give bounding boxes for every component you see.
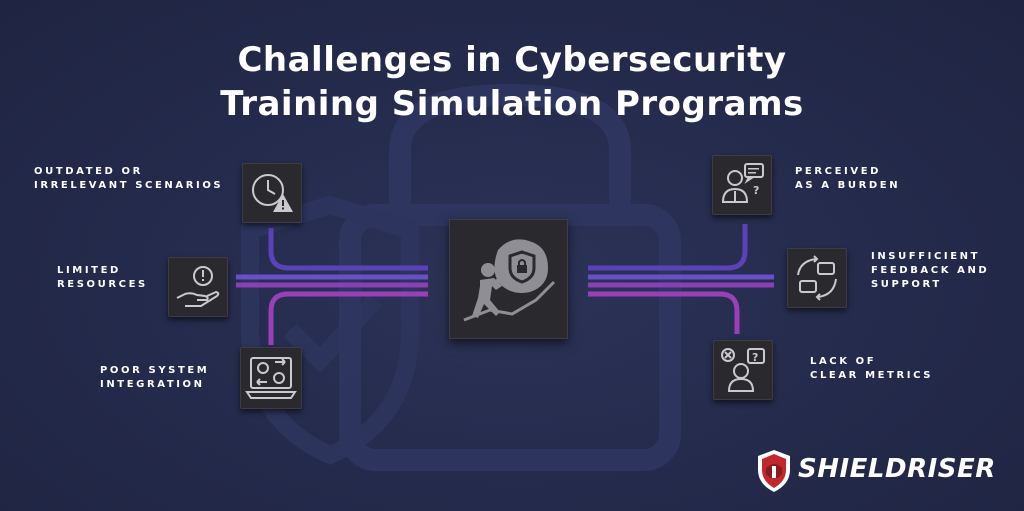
person-question-icon: ? <box>721 163 764 203</box>
tile-insufficient-feedback <box>787 248 847 308</box>
tile-lack-metrics: ? <box>713 340 773 400</box>
label-outdated-line-1: OUTDATED OR <box>34 166 143 177</box>
title-line-1: Challenges in Cybersecurity <box>237 40 787 80</box>
label-lack-line-2: CLEAR METRICS <box>810 370 934 381</box>
tile-perceived-burden: ? <box>712 155 772 215</box>
tile-limited-resources <box>168 257 228 317</box>
label-outdated-line-2: IRRELEVANT SCENARIOS <box>34 180 224 191</box>
hand-alert-icon <box>176 266 220 307</box>
label-poor-line-1: POOR SYSTEM <box>100 365 210 376</box>
brand-name: SHIELDRISER <box>798 454 996 484</box>
svg-text:?: ? <box>753 184 759 197</box>
label-insufficient-line-3: SUPPORT <box>871 279 942 290</box>
tile-poor-integration <box>240 347 302 409</box>
label-perceived-line-2: AS A BURDEN <box>795 180 901 191</box>
label-poor-integration: POOR SYSTEM INTEGRATION <box>100 364 209 392</box>
label-insufficient-line-1: INSUFFICIENT <box>871 251 981 262</box>
tile-outdated-scenarios <box>242 163 302 223</box>
center-challenge-tile <box>449 219 568 339</box>
person-pushing-boulder-lock-icon <box>463 239 556 322</box>
shield-helmet-logo-icon <box>758 450 790 492</box>
label-limited-line-1: LIMITED <box>57 265 121 276</box>
label-outdated-scenarios: OUTDATED OR IRRELEVANT SCENARIOS <box>34 165 223 193</box>
laptop-gears-icon <box>245 357 297 399</box>
label-poor-line-2: INTEGRATION <box>100 379 205 390</box>
person-metrics-question-icon: ? <box>721 348 765 392</box>
label-insufficient-feedback: INSUFFICIENT FEEDBACK AND SUPPORT <box>871 250 989 292</box>
clock-warning-icon <box>252 174 293 212</box>
svg-text:?: ? <box>752 351 758 364</box>
feedback-cycle-icon <box>797 255 837 301</box>
title-line-2: Training Simulation Programs <box>220 84 804 124</box>
label-perceived-line-1: PERCEIVED <box>795 166 882 177</box>
label-lack-line-1: LACK OF <box>810 356 877 367</box>
label-lack-metrics: LACK OF CLEAR METRICS <box>810 355 933 383</box>
label-limited-line-2: RESOURCES <box>57 279 148 290</box>
label-perceived-burden: PERCEIVED AS A BURDEN <box>795 165 900 193</box>
page-title: Challenges in Cybersecurity Training Sim… <box>0 38 1024 126</box>
label-insufficient-line-2: FEEDBACK AND <box>871 265 990 276</box>
label-limited-resources: LIMITED RESOURCES <box>57 264 148 292</box>
brand-logo: SHIELDRISER <box>754 448 1006 494</box>
